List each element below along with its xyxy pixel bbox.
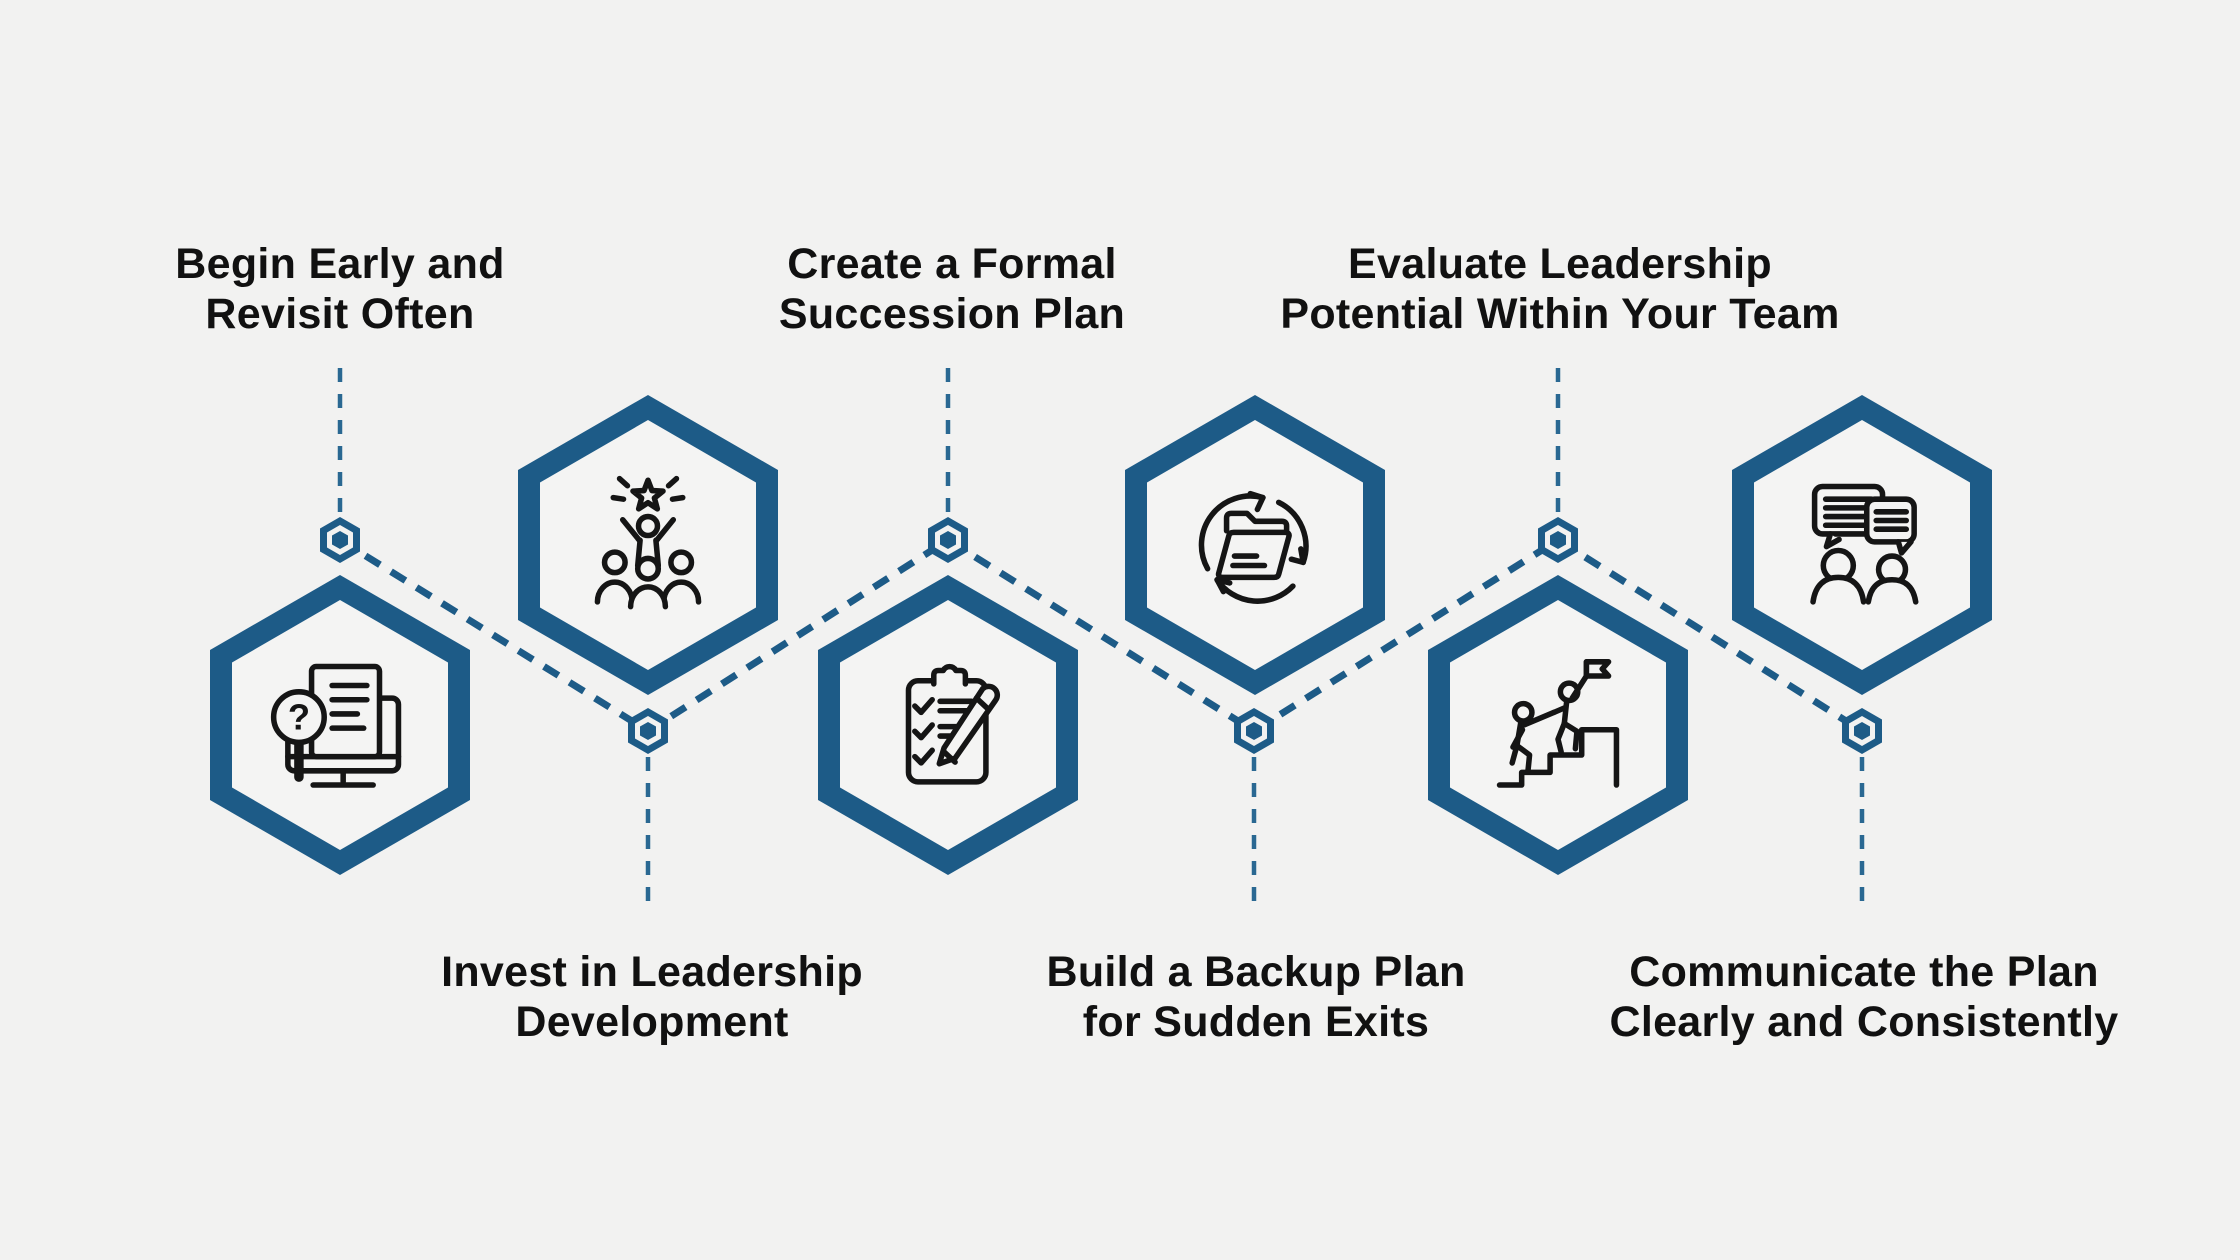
connector-node-2	[628, 708, 668, 754]
documents-search-question-icon: ?	[270, 663, 402, 788]
label-line: Communicate the Plan	[1629, 948, 2099, 996]
label-line: Begin Early and	[175, 240, 505, 288]
connector-node-1	[320, 517, 360, 563]
label-line: Succession Plan	[778, 289, 1126, 338]
node-core	[1854, 722, 1870, 740]
hexagon-fill	[1450, 600, 1666, 850]
node-core	[640, 722, 656, 740]
step-hexagon-5	[1428, 575, 1688, 875]
label-line: Clearly and Consistently	[1609, 997, 2119, 1046]
connector-node-3	[928, 517, 968, 563]
label-line: Development	[515, 997, 789, 1046]
label-line: Build a Backup Plan	[1046, 948, 1466, 996]
label-line: Potential Within Your Team	[1280, 289, 1840, 338]
label-line: Create a Formal	[787, 240, 1117, 288]
team-celebration-star-icon	[594, 475, 702, 610]
node-core	[1246, 722, 1262, 740]
label-line: Invest in Leadership	[441, 948, 863, 996]
step-label-2: Invest in Leadership Development	[441, 948, 863, 1048]
step-label-3: Create a Formal Succession Plan	[779, 240, 1125, 340]
clipboard-checklist-pencil-icon	[905, 663, 1000, 785]
people-conversation-icon	[1810, 483, 1919, 605]
step-label-4: Build a Backup Plan for Sudden Exits	[1046, 948, 1465, 1048]
step-hexagon-6	[1732, 395, 1992, 695]
label-line: Evaluate Leadership	[1348, 240, 1772, 288]
folder-sync-arrows-icon	[1198, 490, 1309, 604]
connector-node-5	[1538, 517, 1578, 563]
connector-node-4	[1234, 708, 1274, 754]
svg-text:?: ?	[288, 697, 310, 738]
label-line: Revisit Often	[205, 289, 475, 338]
label-line: for Sudden Exits	[1082, 997, 1430, 1046]
node-core	[1550, 531, 1566, 549]
step-hexagon-3	[818, 575, 1078, 875]
step-label-1: Begin Early and Revisit Often	[175, 240, 504, 340]
node-core	[940, 531, 956, 549]
step-hexagon-4	[1125, 395, 1385, 695]
step-hexagon-2	[518, 395, 778, 695]
team-climbing-flag-icon	[1496, 659, 1620, 788]
zigzag-connector	[338, 535, 1864, 736]
connector-node-6	[1842, 708, 1882, 754]
step-label-6: Communicate the Plan Clearly and Consist…	[1609, 948, 2118, 1048]
node-core	[332, 531, 348, 549]
step-label-5: Evaluate Leadership Potential Within You…	[1280, 240, 1839, 340]
step-hexagon-1: ?	[210, 575, 470, 875]
